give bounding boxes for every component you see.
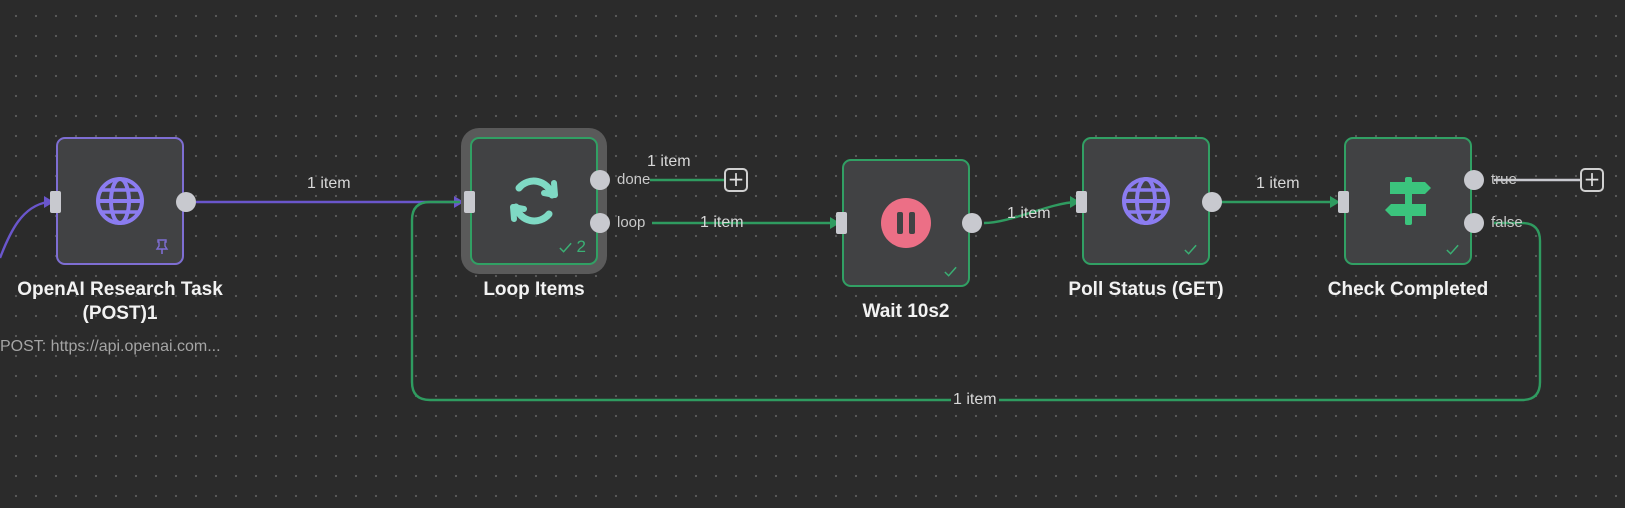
- node-title-poll: Poll Status (GET): [1068, 279, 1224, 300]
- output-port-true[interactable]: [1464, 170, 1484, 190]
- check-icon: [944, 266, 957, 277]
- node-subtitle-openai: POST: https://api.openai.com...: [0, 338, 221, 355]
- edge-label-loop-to-wait: 1 item: [700, 214, 744, 231]
- success-status: [1183, 242, 1198, 257]
- input-port-openai[interactable]: [50, 191, 61, 213]
- add-node-true-button[interactable]: +: [1580, 168, 1604, 192]
- edge-label-wait-to-poll: 1 item: [1007, 205, 1051, 222]
- success-status: [943, 264, 958, 279]
- connection-wait-to-poll[interactable]: [983, 200, 1077, 225]
- node-title-check: Check Completed: [1327, 279, 1489, 300]
- node-title-loop-items: Loop Items: [483, 279, 585, 300]
- node-title-openai: OpenAI Research Task (POST)1: [0, 278, 240, 326]
- globe-icon: [1118, 173, 1174, 229]
- pin-icon: [154, 239, 170, 255]
- output-port-openai[interactable]: [176, 192, 196, 212]
- output-port-wait[interactable]: [962, 213, 982, 233]
- input-port-loop-items[interactable]: [464, 191, 475, 213]
- node-loop-items[interactable]: 2: [470, 137, 598, 265]
- edge-label-check-false-to-loop: 1 item: [951, 391, 999, 409]
- port-label-loop: loop: [617, 214, 646, 231]
- add-node-done-button[interactable]: +: [724, 168, 748, 192]
- edge-label-loop-done: 1 item: [647, 153, 691, 170]
- output-port-loop[interactable]: [590, 213, 610, 233]
- port-label-done: done: [617, 171, 651, 188]
- success-status: [1445, 242, 1460, 257]
- port-label-false: false: [1491, 214, 1523, 231]
- node-openai-research-task[interactable]: [56, 137, 184, 265]
- node-wait-10s2[interactable]: [842, 159, 970, 287]
- node-check-completed[interactable]: [1344, 137, 1472, 265]
- pause-icon: [878, 195, 934, 251]
- run-count: 2: [576, 237, 586, 256]
- loop-arrows-icon: [506, 173, 562, 229]
- output-port-poll[interactable]: [1202, 192, 1222, 212]
- success-status: 2: [558, 237, 586, 257]
- output-port-false[interactable]: [1464, 213, 1484, 233]
- edge-label-openai-to-loop: 1 item: [307, 175, 351, 192]
- signpost-icon: [1380, 173, 1436, 229]
- input-port-wait[interactable]: [836, 212, 847, 234]
- check-icon: [1446, 244, 1459, 255]
- input-port-poll[interactable]: [1076, 191, 1087, 213]
- edge-label-poll-to-check: 1 item: [1256, 175, 1300, 192]
- port-label-true: true: [1491, 171, 1517, 188]
- input-port-check[interactable]: [1338, 191, 1349, 213]
- node-title-line1: OpenAI Research Task: [17, 279, 223, 300]
- globe-icon: [92, 173, 148, 229]
- node-title-line2: (POST)1: [82, 303, 158, 324]
- node-poll-status[interactable]: [1082, 137, 1210, 265]
- check-icon: [558, 242, 572, 253]
- output-port-done[interactable]: [590, 170, 610, 190]
- node-title-wait: Wait 10s2: [862, 301, 950, 322]
- incoming-connection[interactable]: [0, 200, 49, 259]
- check-icon: [1184, 244, 1197, 255]
